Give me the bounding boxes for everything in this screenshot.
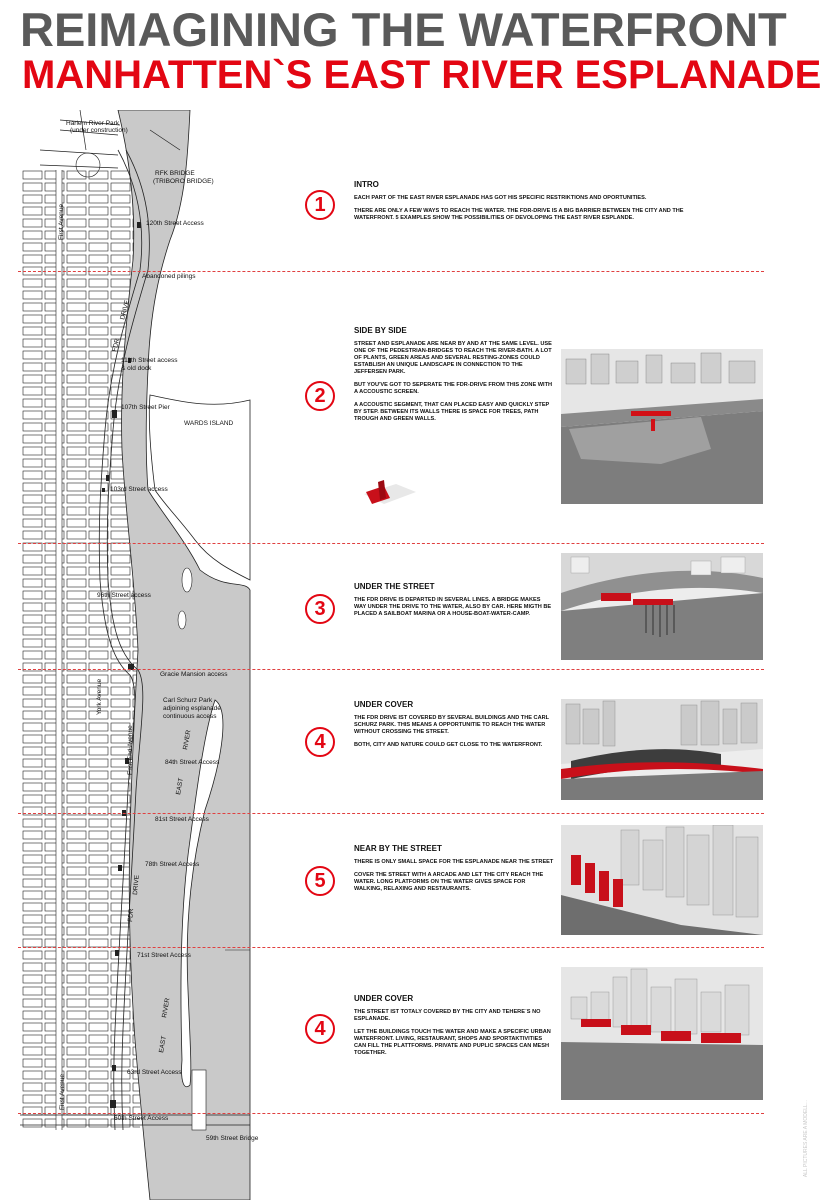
map-label-78th: 78th Street Access [145,861,200,868]
section-paragraph: THE FDR DRIVE IS DEPARTED IN SEVERAL LIN… [354,597,552,617]
section-number: 3 [305,594,335,624]
render-under-cover [561,699,763,800]
page-subtitle: MANHATTEN`S EAST RIVER ESPLANADE [22,53,822,97]
map-label-71st: 71st Street Access [137,952,192,959]
section-title: UNDER COVER [354,994,414,1003]
section-text: NEAR BY THE STREET THERE IS ONLY SMALL S… [354,844,554,899]
section-number: 4 [305,727,335,757]
east-river [117,110,251,1200]
map-label-84th: 84th Street Access [165,759,220,766]
map-label-east2: EAST [158,1035,168,1053]
map-label-60th: 60th Street Access [114,1115,169,1122]
map-label-east-end: East End Avenue [127,725,134,775]
map-label-120th: 120th Street Access [146,220,205,227]
map-label-103rd: 103rd Street access [110,486,169,493]
section-paragraph: EACH PART OF THE EAST RIVER ESPLANADE HA… [354,195,647,201]
map-label-81st: 81st Street Access [155,816,210,823]
divider [18,1113,764,1114]
render-side-by-side [561,349,763,504]
map-label-111th: 111th Street access [121,357,178,364]
section-paragraph: BOTH, CITY AND NATURE COULD GET CLOSE TO… [354,742,543,748]
section-text: INTRO EACH PART OF THE EAST RIVER ESPLAN… [354,180,684,228]
section-number: 5 [305,866,335,896]
section-text: UNDER COVER THE STREET IST TOTALY COVERE… [354,994,554,1063]
section-title: NEAR BY THE STREET [354,844,442,853]
section-text: UNDER COVER THE FDR DRIVE IST COVERED BY… [354,700,554,755]
section-paragraph: LET THE BUILDINGS TOUCH THE WATER AND MA… [354,1029,551,1056]
map-label-carl3: continuous access [163,713,217,720]
map-label-fdr2: FDR [127,908,135,922]
section-text: SIDE BY SIDE STREET AND ESPLANADE ARE NE… [354,326,554,429]
section-paragraph: THE STREET IST TOTALY COVERED BY THE CIT… [354,1009,541,1022]
section-paragraph: THE FDR DRIVE IST COVERED BY SEVERAL BUI… [354,715,549,735]
map-label-first-ave: First Avenue [58,204,65,240]
map-label-gracie: Gracie Mansion access [160,671,228,678]
map-label-first-ave2: First Avenue [59,1074,66,1110]
map-label-63rd: 63rd Street Access [127,1069,182,1076]
map-label-york: York Avenue [96,678,103,715]
section-paragraph: COVER THE STREET WITH A ARCADE AND LET T… [354,872,544,892]
map-label-carl2: adjoining esplanade [163,705,221,712]
map-label-rfk2: (TRIBORO BRIDGE) [153,178,214,185]
section-paragraph: THERE IS ONLY SMALL SPACE FOR THE ESPLAN… [354,859,554,865]
map-label-wards: WARDS ISLAND [184,420,234,427]
section-text: UNDER THE STREET THE FDR DRIVE IS DEPART… [354,582,554,624]
section-title: INTRO [354,180,379,189]
map-label-harlem2: (under construction) [70,127,128,134]
map-label-111th-b: & old dock [121,365,152,372]
divider [18,813,764,814]
section-number: 2 [305,381,335,411]
map-label-fdr1: FDR [111,338,121,353]
map-label-rfk: RFK BRIDGE [155,170,195,177]
map-label-harlem: Harlem River Park [66,120,120,127]
render-acoustic-segment [356,474,441,512]
divider [18,271,764,272]
section-paragraph: BUT YOU'VE GOT TO SEPERATE THE FDR-DRIVE… [354,382,553,395]
render-under-the-street [561,553,763,660]
render-near-by-the-street [561,825,763,935]
footer-note: ALL PICTURES ARE A MODELL... [803,1100,809,1178]
map-label-carl1: Carl Schurz Park [163,697,213,704]
render-under-cover-2 [561,967,763,1100]
section-number: 4 [305,1014,335,1044]
section-number: 1 [305,190,335,220]
divider [18,669,764,670]
map-label-drive2: DRIVE [132,874,141,895]
wards-island [148,394,251,581]
page-title: REIMAGINING THE WATERFRONT [20,3,787,56]
map-label-river2: RIVER [161,997,171,1018]
map-label-96th: 96th Street access [97,592,152,599]
map-label-107th: 107th Street Pier [121,404,171,411]
map-label-59th-bridge: 59th Street Bridge [206,1135,259,1142]
section-title: UNDER COVER [354,700,414,709]
section-title: SIDE BY SIDE [354,326,407,335]
map-label-east1: EAST [175,777,185,795]
esplanade-map: Harlem River Park (under construction) R… [20,110,259,1200]
roosevelt-island [180,699,224,1088]
divider [18,947,764,948]
section-title: UNDER THE STREET [354,582,435,591]
section-paragraph: STREET AND ESPLANADE ARE NEAR BY AND AT … [354,341,552,375]
fdr-drive [98,149,143,1131]
map-label-pilings: Abandoned pilings [142,273,196,280]
section-paragraph: THERE ARE ONLY A FEW WAYS TO REACH THE W… [354,208,684,221]
divider [18,543,764,544]
map-label-river1: RIVER [182,729,192,750]
section-paragraph: A ACCOUSTIC SEGMENT, THAT CAN PLACED EAS… [354,402,550,422]
